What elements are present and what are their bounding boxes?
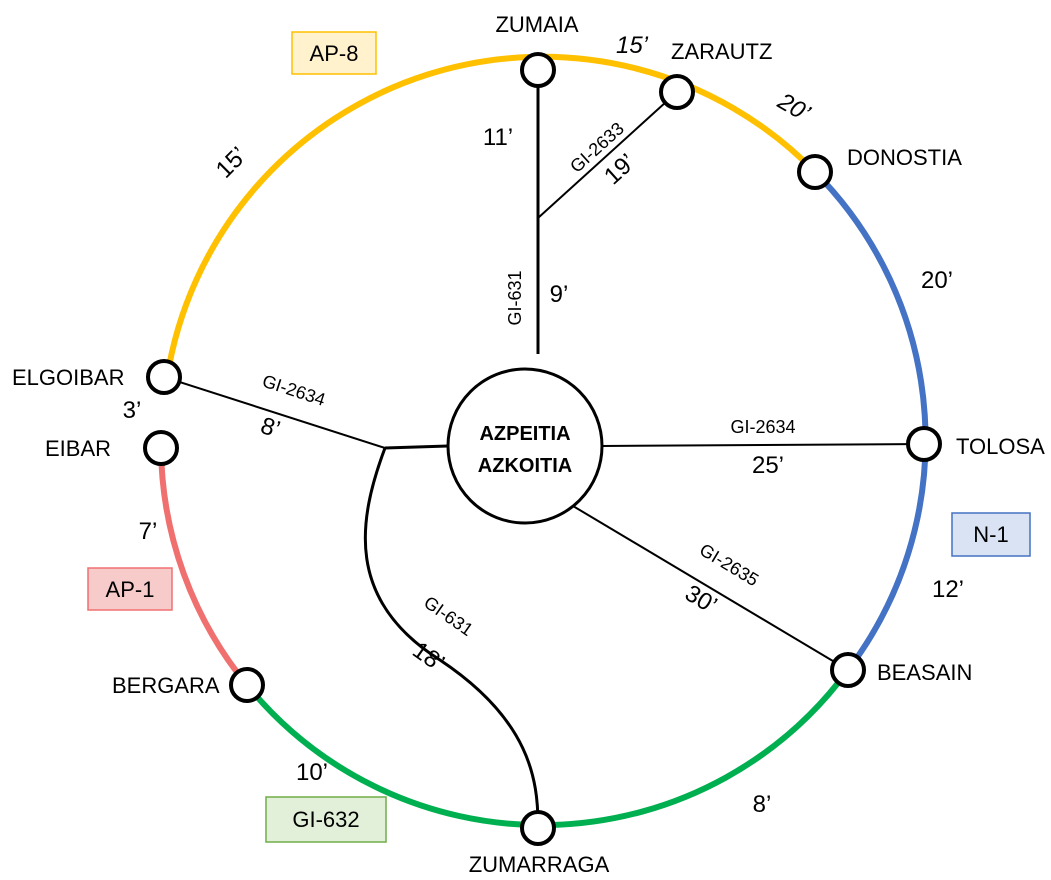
beasain-node[interactable]: [830, 652, 866, 688]
zumaia-label: ZUMAIA: [495, 12, 578, 37]
road-tolosa-link: GI-2634: [730, 417, 795, 437]
time-elgoibar-zumaia: 15’: [211, 142, 253, 184]
time-bergara-eibar: 7’: [139, 518, 158, 545]
time-zarautz-donostia: 20’: [772, 87, 815, 127]
n1-badge-label: N-1: [973, 522, 1008, 547]
zumarraga-label: ZUMARRAGA: [469, 852, 610, 877]
ap8-badge-label: AP-8: [310, 41, 359, 66]
road-beasain-link: GI-2635: [696, 540, 762, 591]
ap1-ring-segment: [158, 447, 250, 687]
tolosa-label: TOLOSA: [956, 434, 1045, 459]
bergara-node[interactable]: [229, 667, 265, 703]
gi632-badge: [265, 796, 387, 843]
junction-center-road: [384, 444, 449, 450]
center-label-line2: AZKOITIA: [478, 455, 572, 477]
zarautz-label: ZARAUTZ: [671, 39, 772, 64]
zumarraga-node[interactable]: [520, 810, 556, 846]
time-zarautz-link: 19’: [599, 149, 641, 190]
time-eibar-elgoibar: 3’: [123, 397, 142, 424]
time-beasain-zumarraga: 8’: [753, 791, 772, 818]
time-tolosa-link: 25’: [752, 452, 784, 479]
time-elgoibar-link: 8’: [257, 412, 283, 443]
ap1-badge: [87, 567, 173, 611]
time-zumarraga-bergara: 10’: [296, 759, 328, 786]
road-north-trunk: GI-631: [505, 270, 525, 325]
time-beasain-link: 30’: [680, 580, 721, 620]
road-zumarraga-link: GI-631: [420, 592, 477, 640]
donostia-node[interactable]: [797, 154, 833, 190]
zumarraga-link-road: [363, 447, 540, 826]
n1-ring-segment: [812, 169, 929, 672]
time-donostia-tolosa: 20’: [921, 267, 953, 294]
eibar-label: EIBAR: [45, 436, 111, 461]
time-zumaia-upper: 11’: [483, 124, 513, 151]
tolosa-link-road: [601, 443, 925, 447]
zarautz-node[interactable]: [659, 74, 695, 110]
donostia-label: DONOSTIA: [847, 145, 962, 170]
tolosa-node[interactable]: [906, 426, 942, 462]
center-node: [446, 367, 604, 525]
ap8-badge: [291, 31, 377, 75]
road-elgoibar-link: GI-2634: [260, 371, 328, 410]
zumaia-node[interactable]: [520, 52, 556, 88]
elgoibar-link-road: [163, 376, 386, 449]
zarautz-link-road: [537, 91, 678, 219]
elgoibar-node[interactable]: [146, 359, 182, 395]
time-zumaia-zarautz: 15’: [616, 32, 649, 59]
n1-badge: [951, 512, 1031, 557]
eibar-node[interactable]: [143, 430, 179, 466]
elgoibar-label: ELGOIBAR: [12, 365, 124, 390]
beasain-label: BEASAIN: [877, 660, 972, 685]
center-label-line1: AZPEITIA: [479, 423, 570, 445]
time-north-trunk: 9’: [550, 281, 569, 308]
ap8-ring-segment: [164, 53, 818, 379]
time-tolosa-beasain: 12’: [932, 576, 964, 603]
bergara-label: BERGARA: [112, 673, 220, 698]
ap1-badge-label: AP-1: [106, 577, 155, 602]
beasain-link-road: [572, 505, 849, 671]
time-zumarraga-link: 18’: [407, 637, 449, 677]
gi632-badge-label: GI-632: [292, 807, 359, 832]
